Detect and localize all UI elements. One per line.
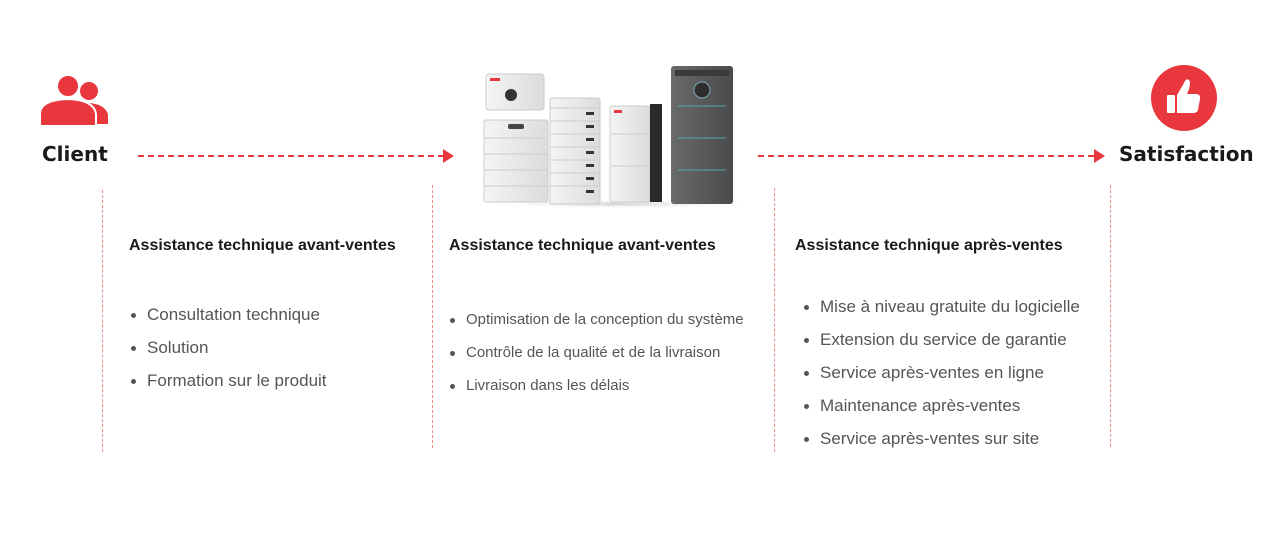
- list-item: Formation sur le produit: [129, 364, 327, 397]
- list-item: Livraison dans les délais: [448, 369, 744, 402]
- arrow-client-to-product: [138, 155, 444, 157]
- column-2-list: Optimisation de la conception du système…: [448, 303, 744, 402]
- list-item: Extension du service de garantie: [802, 323, 1080, 356]
- divider-2: [432, 185, 433, 448]
- thumbs-up-icon: [1151, 65, 1217, 131]
- satisfaction-label: Satisfaction: [1119, 142, 1254, 166]
- list-item: Optimisation de la conception du système: [448, 303, 744, 336]
- arrow-product-to-satisfaction: [758, 155, 1094, 157]
- battery-products-image: [478, 62, 760, 210]
- list-item: Solution: [129, 331, 327, 364]
- divider-4: [1110, 185, 1111, 447]
- users-icon: [38, 72, 110, 128]
- column-1-title: Assistance technique avant-ventes: [129, 237, 396, 254]
- arrow-head-1: [443, 149, 454, 163]
- list-item: Contrôle de la qualité et de la livraiso…: [448, 336, 744, 369]
- column-3-list: Mise à niveau gratuite du logicielle Ext…: [802, 290, 1080, 455]
- column-1-list: Consultation technique Solution Formatio…: [129, 298, 327, 397]
- list-item: Mise à niveau gratuite du logicielle: [802, 290, 1080, 323]
- list-item: Maintenance après-ventes: [802, 389, 1080, 422]
- arrow-head-2: [1094, 149, 1105, 163]
- column-3-title: Assistance technique après-ventes: [795, 237, 1063, 254]
- column-2-title: Assistance technique avant-ventes: [449, 237, 716, 254]
- client-label: Client: [42, 142, 108, 166]
- list-item: Consultation technique: [129, 298, 327, 331]
- divider-1: [102, 190, 103, 452]
- list-item: Service après-ventes sur site: [802, 422, 1080, 455]
- divider-3: [774, 188, 775, 452]
- list-item: Service après-ventes en ligne: [802, 356, 1080, 389]
